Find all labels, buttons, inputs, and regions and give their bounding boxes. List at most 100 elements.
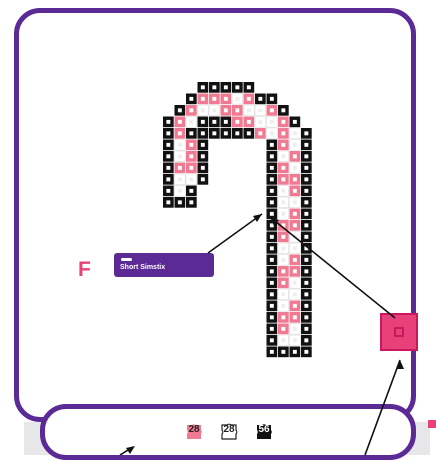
bead-hole xyxy=(270,258,274,262)
bead-hole xyxy=(212,97,216,101)
bead-hole xyxy=(224,131,228,135)
bead-hole xyxy=(166,166,170,170)
bead-hole xyxy=(178,131,182,135)
bead-hole xyxy=(178,189,182,193)
bead-hole xyxy=(212,120,216,124)
bead-hole xyxy=(304,154,308,158)
bead-hole xyxy=(201,85,205,89)
bead-hole xyxy=(235,97,239,101)
bead-hole xyxy=(281,281,285,285)
bead-hole xyxy=(270,177,274,181)
bead-hole xyxy=(293,269,297,273)
bead-hole xyxy=(201,131,205,135)
bead-hole xyxy=(201,120,205,124)
bead-hole xyxy=(258,131,262,135)
bead-hole xyxy=(270,246,274,250)
bead-hole xyxy=(281,350,285,354)
bead-hole xyxy=(270,281,274,285)
bead-hole xyxy=(189,177,193,181)
bead-hole xyxy=(304,131,308,135)
bead-hole xyxy=(270,315,274,319)
bead-hole xyxy=(235,131,239,135)
pink-bead-count: 28 xyxy=(183,419,205,441)
bead-hole xyxy=(166,200,170,204)
bead-hole xyxy=(281,189,285,193)
bead-hole xyxy=(281,304,285,308)
bead-hole xyxy=(224,120,228,124)
bead-hole xyxy=(281,235,285,239)
bead-hole xyxy=(189,120,193,124)
bead-hole xyxy=(201,154,205,158)
bead-hole xyxy=(304,200,308,204)
bead-hole xyxy=(304,269,308,273)
bead-hole xyxy=(166,120,170,124)
bead-hole xyxy=(281,166,285,170)
bead-hole xyxy=(270,338,274,342)
bead-hole xyxy=(247,85,251,89)
bead-hole xyxy=(293,350,297,354)
bead-hole xyxy=(166,154,170,158)
bead-hole xyxy=(293,235,297,239)
bead-hole xyxy=(189,131,193,135)
bead-hole xyxy=(270,189,274,193)
dash-icon xyxy=(121,258,132,261)
black-bead-count: 56 xyxy=(253,419,275,441)
bead-hole xyxy=(178,154,182,158)
bead-hole xyxy=(293,143,297,147)
bead-hole xyxy=(270,304,274,308)
bead-hole xyxy=(189,189,193,193)
bead-hole xyxy=(247,131,251,135)
bead-hole xyxy=(166,143,170,147)
bead-hole xyxy=(258,120,262,124)
bead-hole xyxy=(281,120,285,124)
bead-hole xyxy=(293,120,297,124)
bead-hole xyxy=(235,108,239,112)
bead-hole xyxy=(304,315,308,319)
bead-hole xyxy=(281,177,285,181)
bead-hole xyxy=(166,177,170,181)
bead-hole xyxy=(270,269,274,273)
bead-hole xyxy=(281,292,285,296)
bead-hole xyxy=(293,212,297,216)
bead-hole xyxy=(189,200,193,204)
bead-hole xyxy=(304,281,308,285)
bead-hole xyxy=(293,281,297,285)
bead-hole xyxy=(258,97,262,101)
bead-hole xyxy=(304,327,308,331)
bead-hole xyxy=(201,97,205,101)
bead-hole xyxy=(178,200,182,204)
bead-hole xyxy=(304,223,308,227)
bead-hole xyxy=(270,223,274,227)
bead-hole xyxy=(281,338,285,342)
bead-hole xyxy=(270,143,274,147)
bead-hole xyxy=(281,200,285,204)
bead-hole xyxy=(281,223,285,227)
bead-hole xyxy=(304,212,308,216)
bead-hole xyxy=(293,177,297,181)
bead-hole xyxy=(293,200,297,204)
bead-hole xyxy=(270,97,274,101)
bead-hole xyxy=(281,269,285,273)
bead-hole xyxy=(178,177,182,181)
square-icon xyxy=(394,327,404,337)
bead-hole xyxy=(178,120,182,124)
bead-hole xyxy=(201,108,205,112)
bead-hole xyxy=(235,120,239,124)
white-bead-count: 28 xyxy=(218,419,240,441)
bead-hole xyxy=(270,212,274,216)
bead-hole xyxy=(281,315,285,319)
bead-hole xyxy=(304,235,308,239)
bead-hole xyxy=(293,338,297,342)
bead-hole xyxy=(270,327,274,331)
bead-hole xyxy=(281,327,285,331)
bead-hole xyxy=(270,154,274,158)
bead-hole xyxy=(304,338,308,342)
bead-hole xyxy=(247,97,251,101)
bead-hole xyxy=(247,120,251,124)
bead-hole xyxy=(293,258,297,262)
bead-hole xyxy=(304,304,308,308)
bead-hole xyxy=(212,85,216,89)
color-swatch-button[interactable] xyxy=(380,313,418,351)
bead-hole xyxy=(189,143,193,147)
legend-letter: F xyxy=(78,258,98,282)
